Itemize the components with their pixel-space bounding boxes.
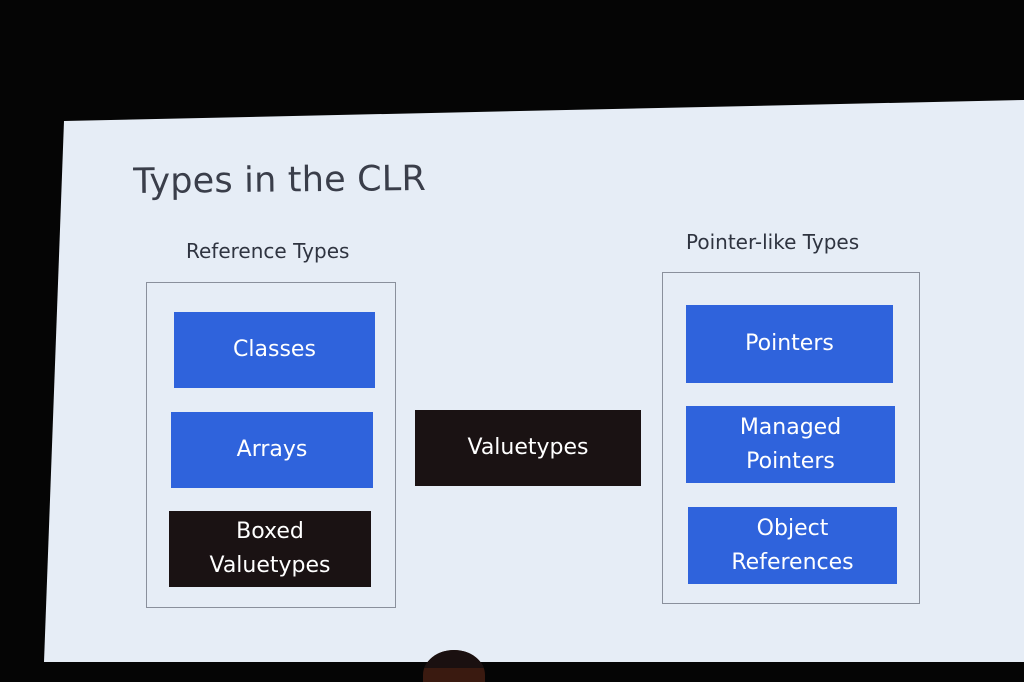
slide-title: Types in the CLR: [133, 158, 427, 202]
arrays-tile: Arrays: [171, 412, 373, 488]
pointer-like-types-group: [662, 272, 920, 604]
speaker-head-silhouette: [423, 650, 485, 682]
valuetypes-tile: Valuetypes: [415, 410, 641, 486]
arrays-label: Arrays: [236, 437, 308, 462]
classes-label: Classes: [233, 337, 316, 362]
object-references-label: Object References: [731, 515, 854, 575]
reference-types-label: Reference Types: [186, 239, 350, 263]
pointer-like-types-label: Pointer-like Types: [686, 230, 860, 254]
classes-tile: Classes: [174, 312, 375, 388]
reference-types-group: [146, 282, 396, 608]
boxed-valuetypes-label: Boxed Valuetypes: [209, 519, 331, 578]
boxed-valuetypes-tile: Boxed Valuetypes: [169, 511, 371, 587]
speaker-hair: [423, 650, 485, 668]
managed-pointers-label: Managed Pointers: [739, 414, 842, 474]
valuetypes-label: Valuetypes: [467, 435, 589, 460]
managed-pointers-tile: Managed Pointers: [686, 406, 895, 483]
pointers-label: Pointers: [745, 331, 834, 356]
pointers-tile: Pointers: [686, 305, 893, 383]
object-references-tile: Object References: [688, 507, 897, 584]
